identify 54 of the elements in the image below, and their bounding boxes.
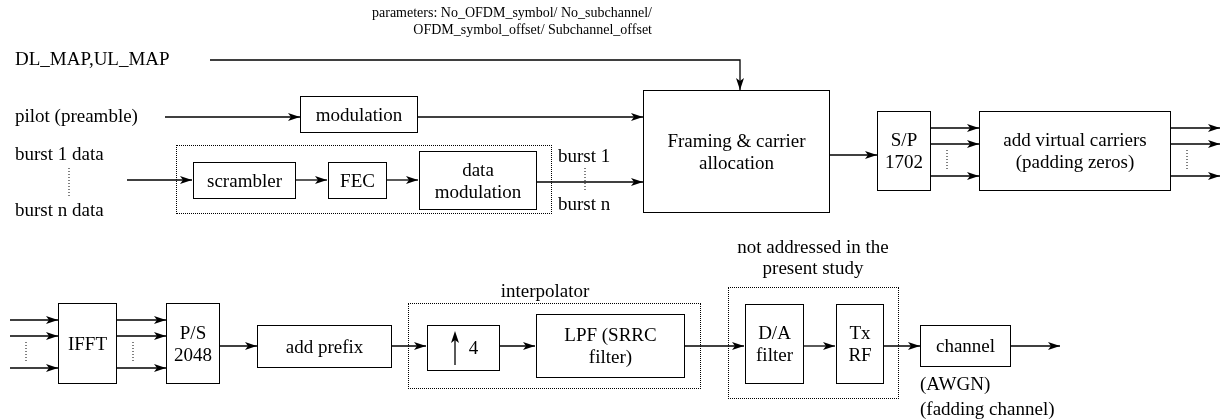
arrow [417,113,644,121]
arrow [683,342,745,350]
arrow [126,176,193,184]
arrow [1170,140,1221,148]
arrow [1170,124,1221,132]
arrow [535,178,644,186]
process-box: FEC [328,162,387,199]
arrow [802,342,836,350]
process-box: S/P 1702 [877,111,931,191]
arrow [930,140,980,148]
process-box: 4 [427,325,500,371]
arrow [209,59,744,91]
arrow [116,332,167,340]
process-box: data modulation [419,151,537,210]
arrow [116,364,167,372]
edge-label: parameters: No_OFDM_symbol/ No_subchannel/ OFDM_symbol_offset/ Subchannel_offset [371,4,652,38]
signal-label: pilot (preamble) [15,105,165,131]
arrow [1170,172,1221,180]
arrow [116,316,167,324]
arrow [164,113,301,121]
signal-label: burst n [558,193,611,215]
process-box: modulation [300,96,418,133]
annotation-text: (AWGN) [920,373,991,395]
signal-label: burst n data [15,199,104,221]
signal-label: burst 1 [558,145,611,167]
process-box: D/A filter [745,304,804,384]
process-box: P/S 2048 [166,303,220,384]
group-title: interpolator [499,281,591,302]
arrow [882,342,921,350]
arrow [498,342,536,350]
process-box: add virtual carriers (padding zeros) [979,111,1171,191]
process-box: channel [920,325,1011,367]
arrow [9,364,59,372]
signal-label: burst 1 data [15,143,104,165]
arrow [930,172,980,180]
process-box: add prefix [257,325,392,368]
arrow [219,342,258,350]
arrow [829,151,878,159]
arrow [930,124,980,132]
arrow [391,342,427,350]
arrow [1010,342,1061,350]
dashed-group-box [176,145,552,214]
process-box: IFFT [58,303,117,384]
group-title: not addressed in the present study [736,237,890,279]
process-box: Tx RF [836,304,884,384]
annotation-text: (fadding channel) [920,398,1055,419]
arrow [9,332,59,340]
process-box: scrambler [193,162,296,199]
process-box: Framing & carrier allocation [643,90,830,213]
arrow [9,316,59,324]
arrow [294,176,328,184]
signal-label: DL_MAP,UL_MAP [15,48,210,74]
arrow [385,176,419,184]
process-box: LPF (SRRC filter) [536,314,685,378]
